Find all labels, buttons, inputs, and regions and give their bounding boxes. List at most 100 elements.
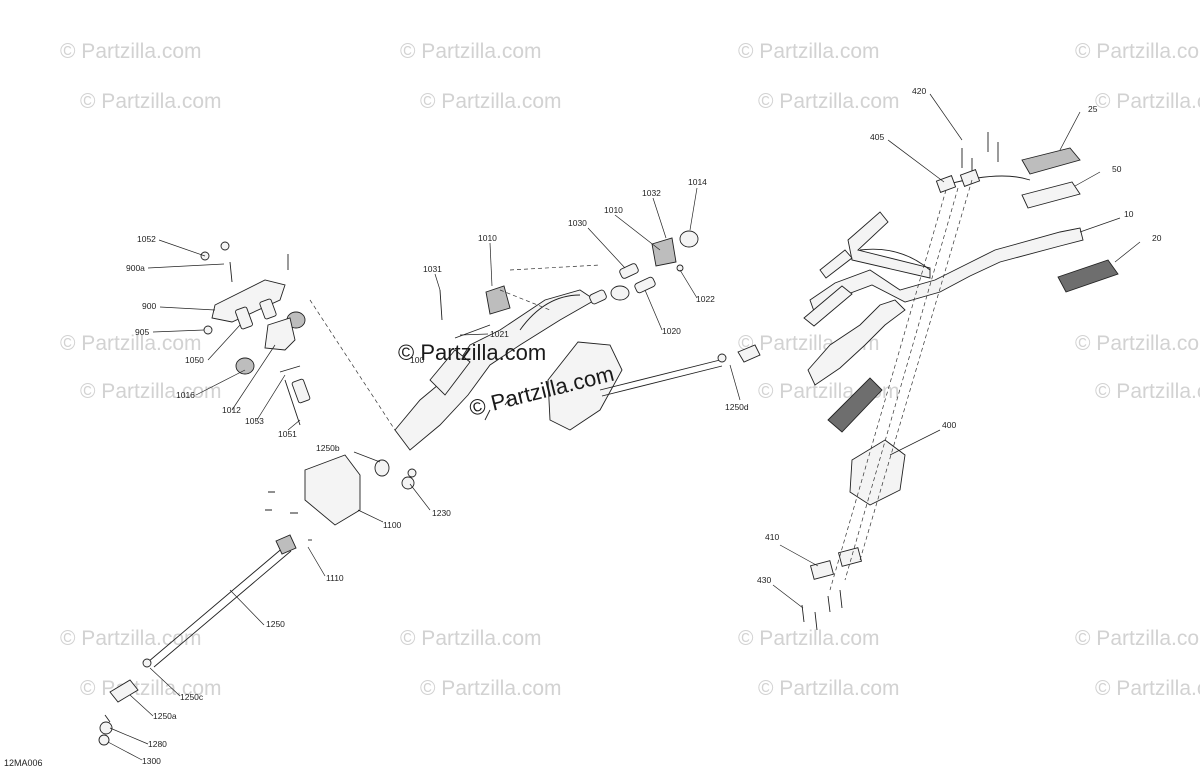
label-430: 430: [757, 575, 771, 585]
label-1250a: 1250a: [153, 711, 177, 721]
label-20: 20: [1152, 233, 1162, 243]
watermark: © Partzilla.com: [400, 40, 542, 63]
label-1280: 1280: [148, 739, 167, 749]
pin-1053: [279, 365, 301, 373]
bearing-1012: [264, 317, 296, 351]
assembly-line: [309, 299, 396, 431]
label-1014: 1014: [688, 177, 707, 187]
watermark: © Partzilla.com: [1075, 40, 1200, 63]
nut: [220, 241, 230, 251]
watermark: © Partzilla.com: [60, 332, 202, 355]
bolt-1230: [407, 468, 417, 478]
ball-joint-1250a: [109, 679, 139, 703]
tie-rod-upper: [599, 359, 723, 397]
label-405: 405: [870, 132, 884, 142]
bushing: [589, 289, 607, 305]
label-1012: 1012: [222, 405, 241, 415]
label-1021: 1021: [490, 329, 509, 339]
brace-end: [819, 249, 853, 279]
handlebar-brace: [847, 211, 931, 279]
label-1020: 1020: [662, 326, 681, 336]
watermark: © Partzilla.com: [758, 90, 900, 113]
part-labels: 25 50 10 20 420 405 400 410 430 1014 103…: [126, 86, 1162, 766]
bolt: [104, 714, 111, 723]
label-1031: 1031: [423, 264, 442, 274]
watermark: © Partzilla.com: [420, 90, 562, 113]
label-1032: 1032: [642, 188, 661, 198]
label-10: 10: [1124, 209, 1134, 219]
grip-right: [1057, 259, 1119, 293]
label-1250c: 1250c: [180, 692, 204, 702]
watermark: © Partzilla.com: [1075, 332, 1200, 355]
handlebar-assembly: [801, 132, 1119, 631]
assembly-line: [844, 187, 959, 581]
nut-1022: [676, 264, 684, 272]
support-tube: [519, 294, 581, 331]
watermark: © Partzilla.com: [80, 90, 222, 113]
watermark: © Partzilla.com: [738, 40, 880, 63]
nut-905: [203, 325, 213, 335]
label-1022: 1022: [696, 294, 715, 304]
column-housing-1100: [304, 454, 361, 526]
label-100: 100: [410, 355, 424, 365]
watermark: © Partzilla.com: [400, 627, 542, 650]
cover: [547, 341, 623, 431]
watermark: © Partzilla.com: [60, 40, 202, 63]
bearing-block: [485, 285, 511, 315]
label-900a: 900a: [126, 263, 145, 273]
clamp-410: [837, 547, 863, 567]
label-1052: 1052: [137, 234, 156, 244]
watermark: © Partzilla.com: [60, 627, 202, 650]
label-420: 420: [912, 86, 926, 96]
clamp-405: [959, 169, 981, 187]
washer-1230: [401, 476, 415, 490]
bushing: [619, 263, 639, 279]
ball-joint: [737, 344, 761, 363]
label-25: 25: [1088, 104, 1098, 114]
bolt-430: [801, 589, 843, 631]
watermark: © Partzilla.com: [1095, 380, 1200, 403]
bolts-900a: [229, 254, 289, 283]
nut: [717, 353, 727, 363]
steering-arm-web: [429, 349, 471, 396]
assembly-line: [499, 289, 551, 311]
bolts: [484, 397, 511, 421]
leader-lines: [107, 93, 1141, 761]
center-watermark: © Partzilla.com: [398, 340, 546, 365]
steering-support-assembly: [394, 230, 761, 490]
label-1110: 1110: [326, 573, 344, 583]
diagram-code: 12MA006: [4, 758, 43, 768]
cable: [944, 175, 1031, 186]
boot: [275, 534, 297, 555]
watermark: © Partzilla.com: [758, 677, 900, 700]
assembly-line: [859, 179, 973, 561]
screw-420: [961, 132, 999, 176]
pad-25: [1021, 147, 1081, 175]
seal-1014: [679, 230, 699, 248]
bolt-1051: [284, 379, 301, 426]
bushing-1050: [235, 306, 253, 330]
label-1010: 1010: [478, 233, 497, 243]
watermark-layer: © Partzilla.com © Partzilla.com © Partzi…: [60, 40, 1200, 700]
label-1051: 1051: [278, 429, 297, 439]
seal-1016: [235, 357, 255, 375]
label-400: 400: [942, 420, 956, 430]
label-1100: 1100: [383, 520, 402, 530]
bushing-1250b: [374, 459, 390, 477]
label-900: 900: [142, 301, 156, 311]
handlebar: [809, 227, 1084, 315]
label-1050: 1050: [185, 355, 204, 365]
watermark: © Partzilla.com: [80, 380, 222, 403]
grip-left: [827, 377, 883, 433]
bearing-block: [651, 237, 677, 267]
label-1030: 1030: [568, 218, 587, 228]
steering-column-assembly: [98, 454, 390, 746]
watermark: © Partzilla.com: [738, 627, 880, 650]
watermark: © Partzilla.com: [420, 677, 562, 700]
bolts-1031: [439, 289, 491, 339]
label-410: 410: [765, 532, 779, 542]
watermark: © Partzilla.com: [1095, 677, 1200, 700]
label-1250: 1250: [266, 619, 285, 629]
label-50: 50: [1112, 164, 1122, 174]
